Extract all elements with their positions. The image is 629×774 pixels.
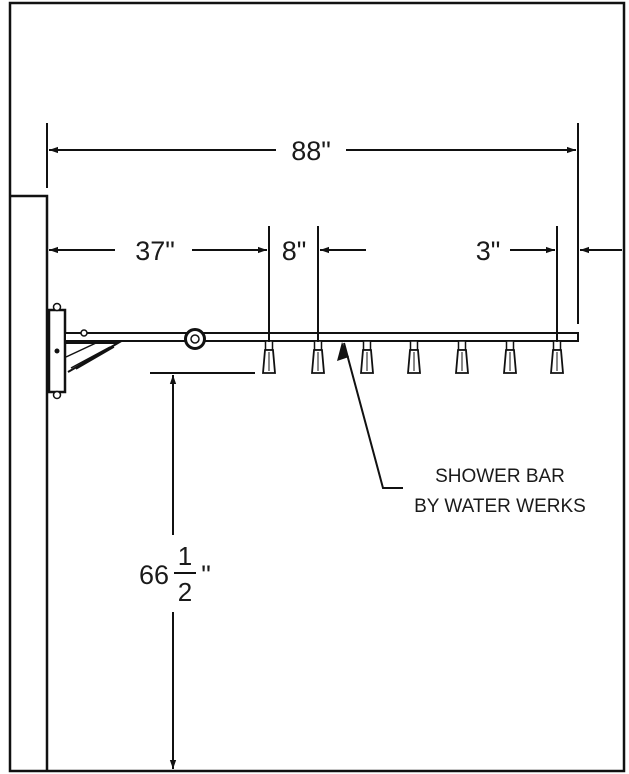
wall-mount-bracket <box>47 302 122 400</box>
dimension-wall-to-first-head: 37" <box>49 236 267 266</box>
dimension-mount-height: 66 1 2 " <box>139 372 255 769</box>
shower-head <box>407 340 421 374</box>
shower-bar-callout: SHOWER BAR BY WATER WERKS <box>337 342 586 517</box>
valve-knob <box>184 328 206 350</box>
dimension-head-spacing: 8" <box>268 226 366 342</box>
dimension-mount-height-whole: 66 <box>139 560 169 590</box>
dimension-head-spacing-label: 8" <box>282 236 307 266</box>
shower-bar <box>64 329 579 342</box>
shower-heads <box>262 340 564 374</box>
callout-line-2: BY WATER WERKS <box>414 496 586 517</box>
dimension-end-offset-label: 3" <box>476 236 501 266</box>
dimension-mount-height-numerator: 1 <box>178 541 192 571</box>
wall <box>10 194 49 771</box>
shower-head <box>503 340 517 374</box>
dimension-end-offset: 3" <box>476 226 622 342</box>
dimension-overall-label: 88" <box>291 136 331 166</box>
shower-head <box>455 340 469 374</box>
dimension-overall: 88" <box>46 123 579 324</box>
callout-line-1: SHOWER BAR <box>435 466 565 487</box>
shower-head <box>311 340 325 374</box>
dimension-wall-to-first-head-label: 37" <box>135 236 175 266</box>
shower-head <box>550 340 564 374</box>
dimension-mount-height-denominator: 2 <box>178 577 192 607</box>
dimension-mount-height-unit: " <box>201 560 211 590</box>
shower-head <box>262 340 276 374</box>
drawing-border <box>8 1 626 773</box>
shower-head <box>360 340 374 374</box>
